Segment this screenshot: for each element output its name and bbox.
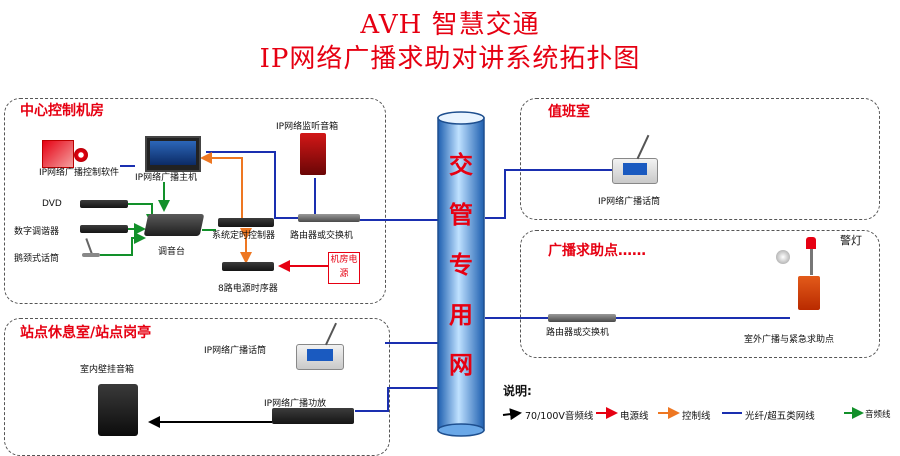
diagram-title-line2: IP网络广播求助对讲系统拓扑图 <box>259 44 641 74</box>
duty-room-region <box>520 98 880 220</box>
timer-controller-icon <box>218 218 274 227</box>
control-line-timer-host <box>200 152 243 222</box>
pipe-char-3: 专 <box>449 250 473 279</box>
pipe-char-5: 网 <box>449 350 473 379</box>
legend-label-network: 光纤/超五类网线 <box>745 411 815 422</box>
duty-mic-label: IP网络广播话筒 <box>598 197 661 207</box>
legend-label-audio: 音频线 <box>865 410 891 420</box>
mixer-label: 调音台 <box>158 247 186 257</box>
pipe-label: 交 管 专 用 网 <box>438 140 484 390</box>
pipe-bottom <box>437 423 485 437</box>
diagram-title-line1: AVH 智慧交通 <box>360 10 540 40</box>
network-line-host-router <box>206 151 300 219</box>
network-line-station-amp <box>355 387 438 412</box>
central-room-region <box>4 98 386 304</box>
outdoor-terminal-label: 室外广播与紧急求助点 <box>744 335 835 345</box>
warning-light-icon <box>806 237 816 249</box>
gooseneck-mic-base <box>82 253 100 257</box>
central-router-icon <box>298 214 360 222</box>
wall-speaker-icon <box>98 384 138 436</box>
legend-label-control: 控制线 <box>682 411 711 422</box>
legend-label-power: 电源线 <box>620 411 649 422</box>
pipe-char-4: 用 <box>449 300 473 329</box>
dvd-player-icon <box>80 200 128 208</box>
software-disc-icon <box>74 148 88 162</box>
station-mic-label: IP网络广播话筒 <box>204 346 267 356</box>
central-room-title: 中心控制机房 <box>20 103 104 119</box>
legend-line-black <box>502 408 522 421</box>
room-power-box: 机房电源 <box>328 252 360 284</box>
station-room-title: 站点休息室/站点岗亭 <box>20 325 152 341</box>
gooseneck-mic-label: 鹅颈式话筒 <box>14 254 60 264</box>
tuner-label: 数字调谐器 <box>14 227 60 237</box>
pipe-top <box>437 111 485 125</box>
legend-title: 说明: <box>503 384 532 398</box>
help-terminal-icon <box>798 276 820 310</box>
help-router-icon <box>548 314 616 322</box>
power-sequencer-icon <box>222 262 274 271</box>
station-mic-console-icon <box>296 344 344 370</box>
camera-icon <box>776 250 790 264</box>
duty-mic-console-icon <box>612 158 658 184</box>
tuner-icon <box>80 225 128 233</box>
help-point-region <box>520 230 880 358</box>
broadcast-host-icon <box>145 136 201 172</box>
dedicated-network-pipe <box>437 117 485 431</box>
broadcast-host-label: IP网络广播主机 <box>135 173 198 183</box>
audio-line-mic <box>100 232 146 256</box>
mixer-icon <box>143 214 205 236</box>
power-sequencer-label: 8路电源时序器 <box>218 284 278 294</box>
help-router-label: 路由器或交换机 <box>546 328 610 338</box>
help-point-title: 广播求助点…… <box>548 243 646 259</box>
pipe-char-1: 交 <box>449 150 473 179</box>
duty-room-title: 值班室 <box>548 104 590 120</box>
pipe-char-2: 管 <box>449 200 473 229</box>
dvd-label: DVD <box>42 199 62 209</box>
station-amp-icon <box>272 408 354 424</box>
software-box-icon <box>42 140 74 168</box>
timer-controller-label: 系统定时控制器 <box>212 231 276 241</box>
wall-speaker-label: 室内壁挂音箱 <box>80 365 135 375</box>
monitor-speaker-label: IP网络监听音箱 <box>276 122 339 132</box>
terminal-pole <box>810 249 813 275</box>
legend-label-audio-70v: 70/100V音频线 <box>525 411 594 422</box>
monitor-speaker-icon <box>300 133 326 175</box>
network-line-duty-room <box>485 169 612 219</box>
central-router-label: 路由器或交换机 <box>290 231 354 241</box>
station-amp-label: IP网络广播功放 <box>264 399 327 409</box>
warning-light-label: 警灯 <box>840 234 862 247</box>
software-label: IP网络广播控制软件 <box>38 168 120 178</box>
